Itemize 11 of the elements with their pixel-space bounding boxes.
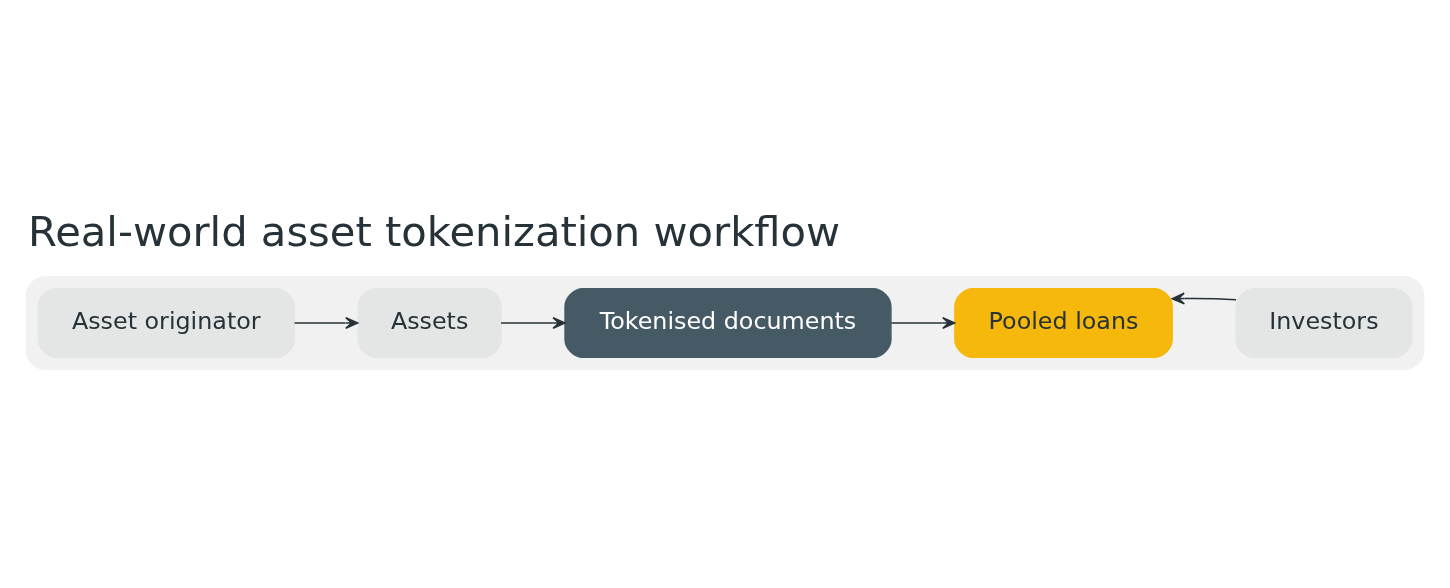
arrow [890,316,956,330]
node-box: Tokenised documents [564,288,892,358]
node-box: Assets [357,288,502,358]
node-box: Pooled loans [954,288,1173,358]
node-box: Investors [1235,288,1413,358]
arrow [293,316,359,330]
arrow [500,316,566,330]
cluster [25,276,1425,370]
diagram-title: Real-world asset tokenization workflow [28,207,841,257]
node-box: Asset originator [37,288,295,358]
arrow [1171,292,1237,305]
